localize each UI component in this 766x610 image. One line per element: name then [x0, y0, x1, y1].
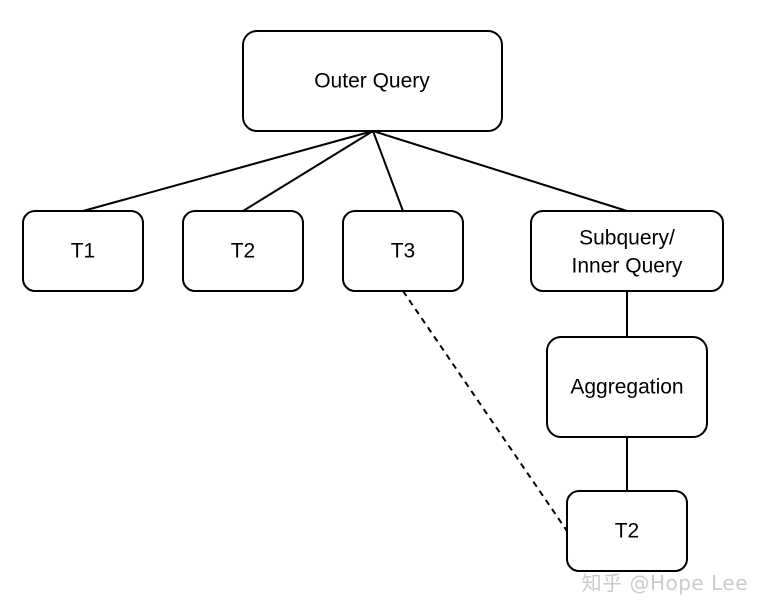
- node-inner-t2: T2: [566, 490, 688, 572]
- node-t1: T1: [22, 210, 144, 292]
- node-t3: T3: [342, 210, 464, 292]
- node-subquery-label-line2: Inner Query: [572, 255, 683, 278]
- edge-outer-to-t1: [82, 130, 374, 212]
- edge-t3-to-inner-t2-dashed: [402, 290, 568, 532]
- node-aggregation: Aggregation: [546, 336, 708, 438]
- node-subquery: Subquery/ Inner Query: [530, 210, 724, 292]
- node-t2-label: T2: [231, 240, 256, 263]
- node-t1-label: T1: [71, 240, 96, 263]
- node-t2: T2: [182, 210, 304, 292]
- edge-outer-to-t3: [372, 130, 404, 212]
- node-outer-query: Outer Query: [242, 30, 503, 132]
- edge-outer-to-subquery: [372, 130, 628, 212]
- node-aggregation-label: Aggregation: [570, 376, 683, 399]
- edge-outer-to-t2: [242, 130, 374, 212]
- node-subquery-label-line1: Subquery/: [579, 227, 675, 250]
- node-t3-label: T3: [391, 240, 416, 263]
- watermark: 知乎 @Hope Lee: [581, 571, 748, 595]
- node-inner-t2-label: T2: [615, 520, 640, 543]
- node-outer-query-label: Outer Query: [314, 70, 430, 93]
